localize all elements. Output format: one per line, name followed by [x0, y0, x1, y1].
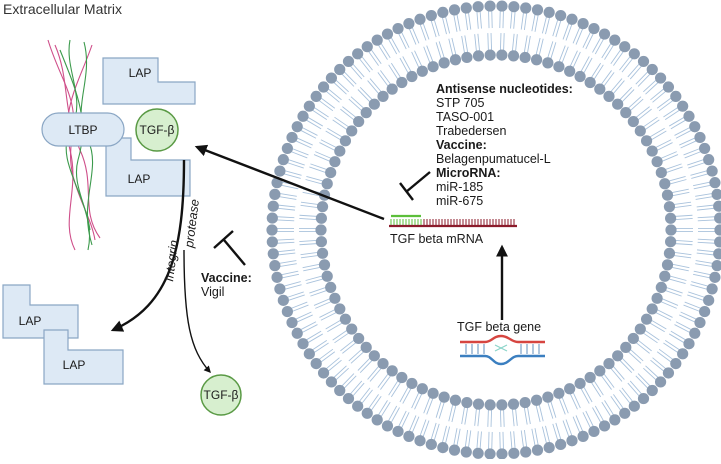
lap-label-bottom: LAP [128, 172, 151, 186]
mrna-label: TGF beta mRNA [390, 232, 484, 246]
tgf-beta-gene [460, 336, 545, 364]
vaccine-left-heading: Vaccine: [201, 271, 252, 285]
tgf-beta-free-label: TGF-β [204, 388, 239, 402]
tgf-beta-mrna [389, 216, 517, 226]
antisense-heading: Antisense nucleotides: [436, 82, 573, 96]
dna-strand-red [460, 336, 545, 342]
mrna-to-tgf-arrow [197, 147, 384, 219]
microrna-item: miR-675 [436, 194, 483, 208]
vaccine-inhibitor [214, 231, 245, 265]
microrna-heading: MicroRNA: [436, 166, 501, 180]
released-lap: LAP LAP [3, 285, 123, 384]
protease-release-arrow [184, 250, 210, 372]
microrna-item: miR-185 [436, 180, 483, 194]
antisense-item: TASO-001 [436, 110, 494, 124]
lap-block-released-2 [44, 330, 123, 384]
latent-complex: LAP LAP LTBP TGF-β [42, 58, 195, 196]
membrane-outer-leaflet [266, 0, 721, 459]
vaccine-item: Belagenpumatucel-L [436, 152, 551, 166]
protease-label: protease [182, 198, 202, 249]
therapy-list: Antisense nucleotides: STP 705 TASO-001 … [436, 82, 573, 208]
lap-label-top: LAP [129, 66, 152, 80]
gene-label: TGF beta gene [457, 320, 541, 334]
dna-rungs [466, 344, 539, 354]
diagram-title: Extracellular Matrix [3, 1, 122, 17]
tgf-beta-latent-label: TGF-β [140, 123, 175, 137]
dna-strand-blue [460, 356, 545, 364]
ltbp-label: LTBP [68, 123, 97, 137]
antisense-item: Trabedersen [436, 124, 506, 138]
cell-membrane [266, 0, 721, 459]
vaccine-left-item: Vigil [201, 285, 224, 299]
antisense-item: STP 705 [436, 96, 484, 110]
therapy-inhibitor [400, 172, 430, 200]
lap-block-top [103, 58, 195, 104]
lap-label-released-2: LAP [63, 358, 86, 372]
integrin-label: Integrin [162, 239, 181, 282]
vaccine-heading: Vaccine: [436, 138, 487, 152]
lap-label-released-1: LAP [19, 314, 42, 328]
